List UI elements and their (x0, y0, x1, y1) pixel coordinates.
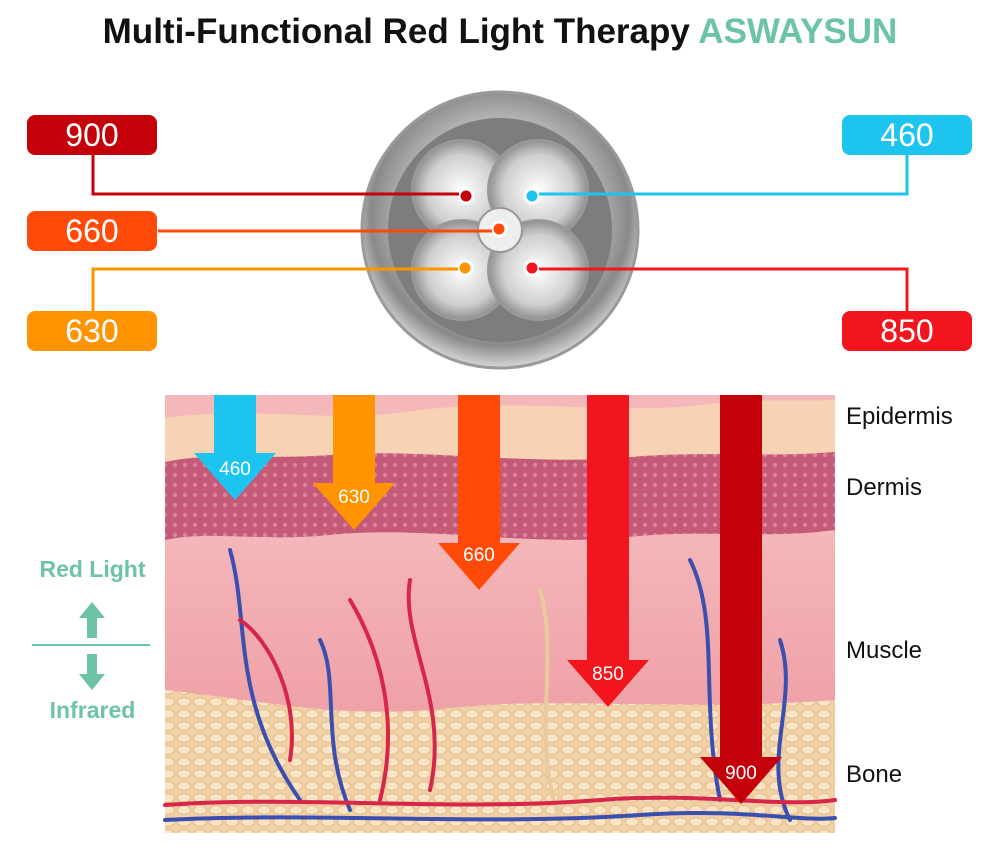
led-630 (456, 259, 474, 277)
diagram-title: Multi-Functional Red Light Therapy ASWAY… (0, 12, 1000, 52)
arrow-label-630: 630 (338, 487, 370, 508)
badge-630: 630 (27, 311, 157, 351)
led-850 (523, 259, 541, 277)
arrow-down-icon (79, 654, 105, 690)
badge-660: 660 (27, 211, 157, 251)
legend-infrared: Infrared (49, 697, 136, 723)
legend-red-light: Red Light (39, 556, 146, 582)
badge-900: 900 (27, 115, 157, 155)
layer-label-bone: Bone (846, 761, 903, 788)
arrow-label-900: 900 (725, 763, 757, 784)
arrow-900 (700, 395, 782, 804)
layer-label-epidermis: Epidermis (846, 403, 953, 430)
title-main: Multi-Functional Red Light Therapy (102, 12, 690, 51)
layer-label-muscle: Muscle (846, 637, 923, 664)
title-brand: ASWAYSUN (698, 12, 898, 51)
arrow-850 (567, 395, 649, 707)
connector-900 (91, 155, 459, 196)
arrow-up-icon (79, 602, 105, 638)
arrow-label-850: 850 (592, 664, 624, 685)
arrow-660 (438, 395, 520, 590)
connector-460 (539, 155, 909, 196)
layer-label-dermis: Dermis (846, 474, 922, 501)
led-660 (490, 220, 508, 238)
badge-850: 850 (842, 311, 972, 351)
connector-630 (91, 267, 458, 311)
badge-460: 460 (842, 115, 972, 155)
connector-850 (539, 267, 909, 311)
arrow-630 (313, 395, 395, 530)
led-900 (457, 187, 475, 205)
arrow-label-660: 660 (463, 545, 495, 566)
arrow-460 (194, 395, 276, 500)
arrow-label-460: 460 (219, 459, 251, 480)
led-460 (523, 187, 541, 205)
